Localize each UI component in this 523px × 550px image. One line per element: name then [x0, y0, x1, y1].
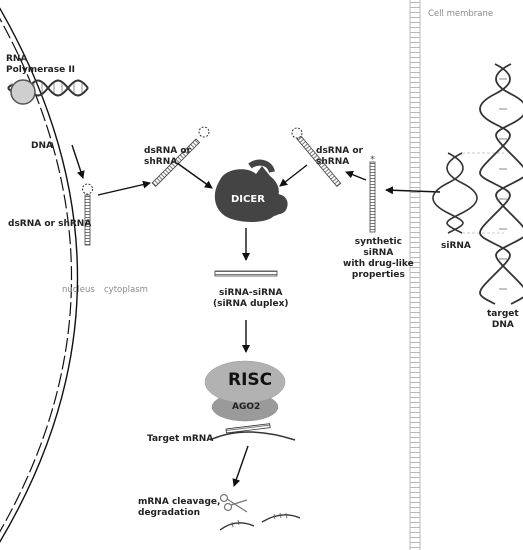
synthetic-sirna-label: synthetic siRNA with drug-like propertie…	[343, 237, 414, 280]
sirna-label: siRNA	[441, 241, 471, 251]
rna-polymerase-label: RNA Polymerase II	[6, 54, 76, 75]
sirna-duplex-icon	[214, 270, 278, 277]
dicer-icon	[214, 159, 288, 222]
cell-membrane	[409, 0, 421, 550]
arrow-mrna-to-cleavage	[232, 445, 249, 487]
target-mrna-icon	[209, 423, 296, 441]
dna-label: DNA	[31, 141, 53, 151]
dsrna-hairpin-left	[151, 126, 210, 187]
arrow-left-to-dicer	[176, 162, 213, 189]
arrow-sirna-to-synthetic	[385, 186, 441, 195]
sirna-duplex-label: siRNA-siRNA (siRNA duplex)	[213, 288, 289, 309]
scissors-icon	[219, 493, 248, 513]
sirna-helix-icon	[432, 152, 478, 234]
target-dna-helix-icon	[479, 63, 523, 305]
synthetic-sirna-icon: *	[369, 155, 376, 233]
arrow-right-to-dicer	[279, 164, 308, 187]
dsrna-hairpin-nucleus	[82, 183, 93, 246]
nuclear-envelope-outer	[0, 7, 79, 543]
dsrna-left-label: dsRNA or shRNA	[144, 146, 191, 167]
svg-text:*: *	[370, 155, 375, 165]
target-dna-label: target DNA	[487, 309, 519, 330]
dsrna-right-label: dsRNA or shRNA	[316, 146, 363, 167]
dsrna-nucleus-label: dsRNA or shRNA	[8, 219, 92, 229]
risc-label: RISC	[228, 370, 273, 390]
target-mrna-label: Target mRNA	[147, 434, 214, 444]
dsrna-hairpin-right	[291, 127, 342, 188]
rna-polymerase-icon	[10, 79, 36, 105]
mrna-fragments	[219, 512, 301, 531]
arrow-dna-to-dsrna	[71, 144, 85, 179]
dicer-label: DICER	[231, 194, 265, 205]
mrna-cleavage-label: mRNA cleavage, degradation	[138, 497, 221, 518]
nucleus-label: nucleus	[62, 285, 95, 295]
cytoplasm-label: cytoplasm	[104, 285, 148, 295]
ago2-label: AGO2	[232, 402, 261, 412]
cell-membrane-label: Cell membrane	[428, 9, 494, 19]
risc-shape	[204, 360, 286, 404]
arrow-export	[97, 180, 151, 196]
arrow-synthetic-to-dsrna	[345, 170, 367, 181]
